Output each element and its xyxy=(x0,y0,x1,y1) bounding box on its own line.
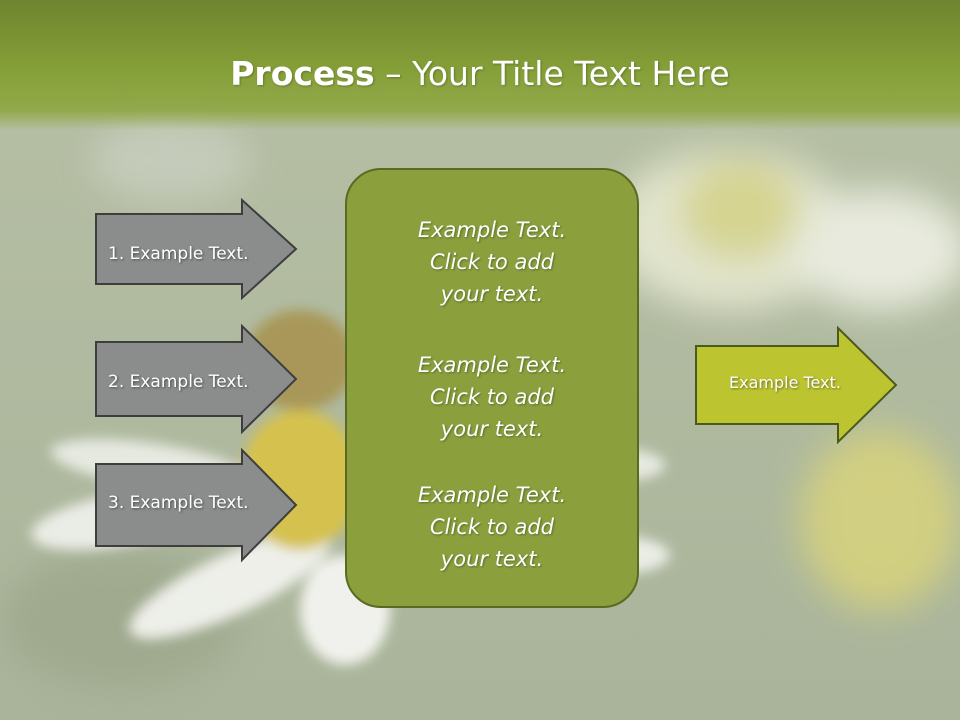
center-text-2: Example Text. Click to add your text. xyxy=(417,353,567,441)
title-bar xyxy=(0,0,960,130)
left-arrow-3[interactable] xyxy=(94,448,300,564)
center-text-3: Example Text. Click to add your text. xyxy=(417,483,567,571)
left-arrow-1-label: 1. Example Text. xyxy=(108,244,249,264)
page-title: Process – Your Title Text Here xyxy=(0,52,960,96)
left-arrow-2[interactable] xyxy=(94,324,300,434)
title-rest: – Your Title Text Here xyxy=(374,54,730,93)
left-arrow-3-label: 3. Example Text. xyxy=(108,493,249,513)
center-text-1: Example Text. Click to add your text. xyxy=(417,218,567,306)
right-arrow[interactable] xyxy=(694,326,900,444)
left-arrow-1[interactable] xyxy=(94,198,300,300)
center-text-box[interactable]: Example Text. Click to add your text. Ex… xyxy=(345,168,639,608)
left-arrow-2-label: 2. Example Text. xyxy=(108,372,249,392)
right-arrow-label: Example Text. xyxy=(729,373,841,392)
title-bold: Process xyxy=(230,54,375,93)
